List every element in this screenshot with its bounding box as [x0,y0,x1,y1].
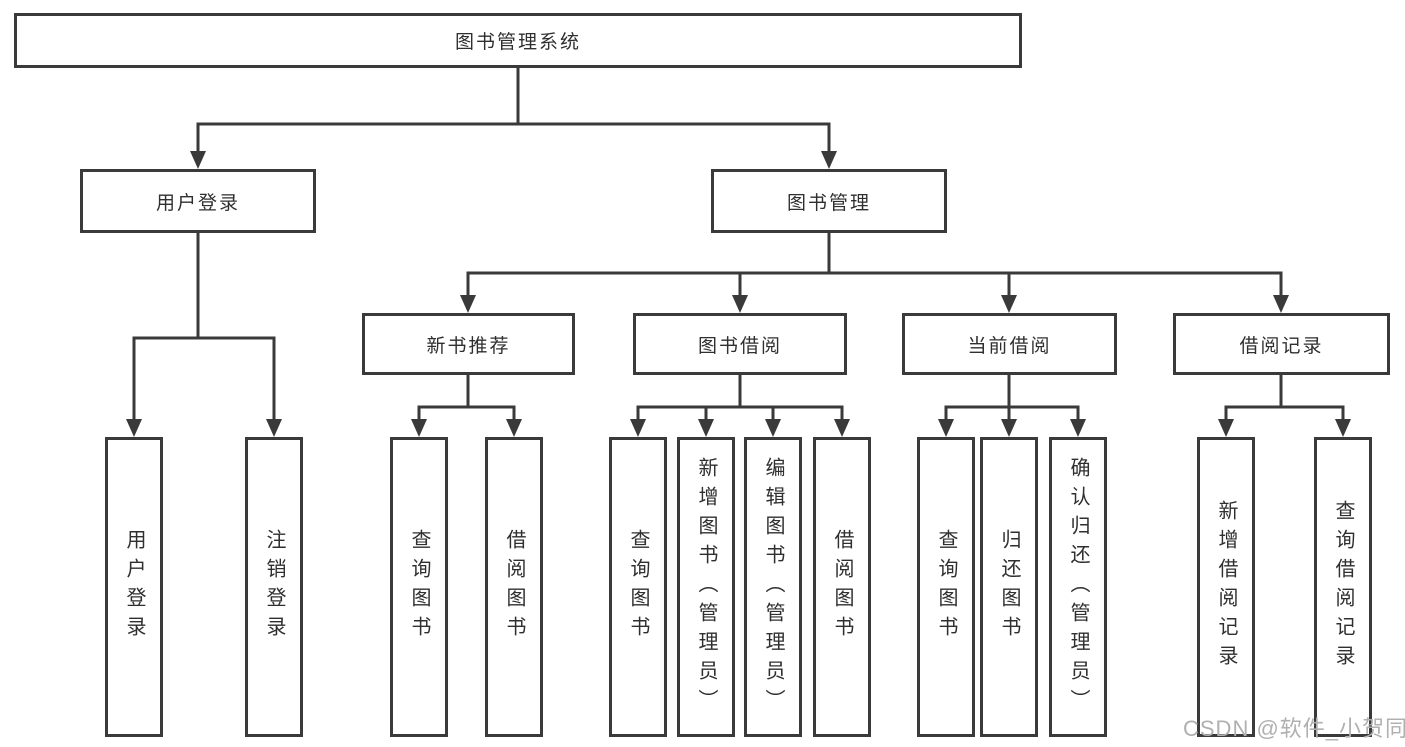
node-label: 借阅图书 [503,529,525,645]
node-label: 借阅图书 [831,529,853,645]
node-label: 图书管理系统 [454,32,581,53]
node-label: 图书管理 [786,192,871,214]
connector-borrowing-records-to-children [1224,373,1345,422]
node-library-management-system: 图书管理系统 [14,13,1022,68]
arrow-down-icon [1218,419,1234,437]
leaf-query-books-current: 查询图书 [917,437,975,737]
arrow-down-icon [460,295,476,313]
node-label: 当前借阅 [967,335,1052,357]
leaf-query-books-recommend: 查询图书 [390,437,448,737]
node-label: 新增借阅记录 [1215,500,1237,674]
connector-root-to-level2 [196,66,831,154]
leaf-borrow-books-borrowing: 借阅图书 [813,437,871,737]
arrow-down-icon [506,419,522,437]
node-label: 新书推荐 [426,335,511,357]
connector-book-borrowing-to-children [636,373,844,422]
node-borrowing-records: 借阅记录 [1173,313,1390,375]
node-label: 确认归还（管理员） [1067,456,1089,718]
node-book-management: 图书管理 [711,169,947,233]
arrow-down-icon [698,419,714,437]
arrow-down-icon [834,419,850,437]
leaf-confirm-return-admin: 确认归还（管理员） [1049,437,1107,737]
connector-book-management-to-level3 [466,231,1283,298]
node-book-borrowing: 图书借阅 [633,313,847,375]
arrow-down-icon [1070,419,1086,437]
node-label: 新增图书（管理员） [695,456,717,718]
leaf-query-books-borrowing: 查询图书 [609,437,667,737]
arrow-down-icon [1001,295,1017,313]
connector-current-borrowing-to-children [944,373,1080,422]
node-label: 查询图书 [627,529,649,645]
arrow-down-icon [1273,295,1289,313]
csdn-watermark: CSDN @软件_小贺同学 [1183,716,1405,741]
leaf-add-borrowing-record: 新增借阅记录 [1197,437,1255,737]
arrow-down-icon [732,295,748,313]
connector-user-login-to-children [132,231,276,422]
node-label: 查询借阅记录 [1332,500,1354,674]
leaf-edit-book-admin: 编辑图书（管理员） [744,437,802,737]
node-label: 编辑图书（管理员） [762,456,784,718]
arrow-down-icon [411,419,427,437]
arrow-down-icon [1335,419,1351,437]
node-user-login: 用户登录 [80,169,316,233]
node-current-borrowing: 当前借阅 [902,313,1117,375]
arrow-down-icon [1001,419,1017,437]
node-label: 查询图书 [408,529,430,645]
node-label: 用户登录 [155,192,240,214]
arrow-down-icon [765,419,781,437]
node-label: 注销登录 [263,529,285,645]
leaf-return-books: 归还图书 [980,437,1038,737]
leaf-user-login: 用户登录 [105,437,163,737]
connector-new-book-recommendation-to-children [417,373,516,422]
arrow-down-icon [630,419,646,437]
node-label: 图书借阅 [697,335,782,357]
arrow-down-icon [126,419,142,437]
node-label: 借阅记录 [1239,335,1324,357]
arrow-down-icon [266,419,282,437]
arrowheads [126,151,1351,437]
node-label: 用户登录 [123,529,145,645]
leaf-add-book-admin: 新增图书（管理员） [677,437,735,737]
leaf-borrow-books-recommend: 借阅图书 [485,437,543,737]
node-new-book-recommendation: 新书推荐 [362,313,575,375]
leaf-logout: 注销登录 [245,437,303,737]
arrow-down-icon [821,151,837,169]
node-label: 查询图书 [935,529,957,645]
arrow-down-icon [938,419,954,437]
leaf-query-borrowing-record: 查询借阅记录 [1314,437,1372,737]
arrow-down-icon [190,151,206,169]
node-label: 归还图书 [998,529,1020,645]
